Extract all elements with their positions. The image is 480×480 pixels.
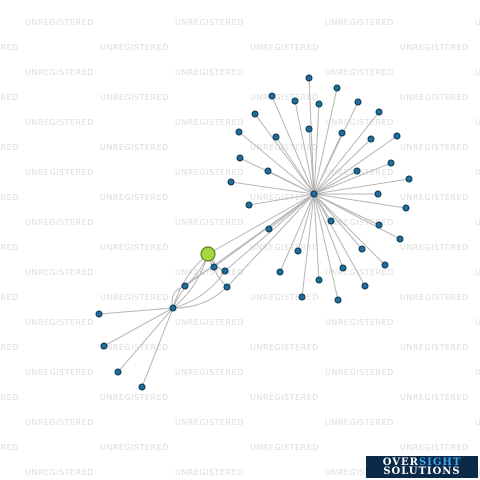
graph-node[interactable] xyxy=(405,175,413,183)
edge-hub-leaf xyxy=(275,136,315,195)
edge-secondary-mid xyxy=(172,266,215,309)
logo-text-solutions: SOLUTIONS xyxy=(383,466,461,477)
edges-group xyxy=(98,77,410,388)
oversight-solutions-logo: OVERSIGHT SOLUTIONS xyxy=(366,456,478,478)
graph-node[interactable] xyxy=(305,74,313,82)
graph-node[interactable] xyxy=(305,125,313,133)
graph-node[interactable] xyxy=(265,225,273,233)
edge-hub-mid xyxy=(226,193,315,288)
graph-node[interactable] xyxy=(236,154,244,162)
edge-hub-leaf xyxy=(308,77,315,195)
graph-node[interactable] xyxy=(291,97,299,105)
edge-hub-leaf xyxy=(267,170,315,195)
graph-node[interactable] xyxy=(245,201,253,209)
graph-node[interactable] xyxy=(354,98,362,106)
graph-node[interactable] xyxy=(276,268,284,276)
graph-node[interactable] xyxy=(333,84,341,92)
edge-secondary-leaf xyxy=(98,307,174,315)
edge-hub-leaf xyxy=(313,193,320,281)
graph-node[interactable] xyxy=(114,368,122,376)
edge-hub-leaf xyxy=(294,100,315,195)
edge-hub-leaf xyxy=(313,193,366,287)
edge-hub-leaf xyxy=(230,181,315,195)
graph-node[interactable] xyxy=(315,100,323,108)
graph-node[interactable] xyxy=(338,129,346,137)
graph-node[interactable] xyxy=(402,204,410,212)
edge-hub-leaf xyxy=(313,193,401,240)
edge-hub-leaf xyxy=(313,135,398,195)
graph-node[interactable] xyxy=(387,159,395,167)
graph-node[interactable] xyxy=(95,310,103,318)
edge-hub-leaf xyxy=(301,193,315,298)
edge-secondary-leaf xyxy=(103,307,174,347)
graph-node[interactable] xyxy=(272,133,280,141)
graph-node[interactable] xyxy=(327,217,335,225)
graph-node[interactable] xyxy=(353,167,361,175)
graph-node[interactable] xyxy=(381,261,389,269)
edge-hub-leaf xyxy=(271,95,315,195)
edge-hub-leaf xyxy=(313,103,320,195)
graph-node[interactable] xyxy=(251,110,259,118)
logo-text-sight: SIGHT xyxy=(418,457,462,468)
graph-node[interactable] xyxy=(264,167,272,175)
graph-node[interactable] xyxy=(361,282,369,290)
nodes-group xyxy=(95,74,413,391)
graph-node[interactable] xyxy=(396,235,404,243)
graph-node[interactable] xyxy=(138,383,146,391)
edge-secondary-leaf xyxy=(117,307,174,373)
hub-node[interactable] xyxy=(310,190,318,198)
graph-node[interactable] xyxy=(210,263,218,271)
edge-hub-leaf xyxy=(313,111,380,195)
graph-node[interactable] xyxy=(374,190,382,198)
edge-hub-leaf xyxy=(313,178,410,195)
graph-node[interactable] xyxy=(227,178,235,186)
edge-hub-leaf xyxy=(248,193,315,206)
edge-hub-leaf xyxy=(313,193,363,250)
edge-hub-leaf xyxy=(313,162,392,195)
graph-node[interactable] xyxy=(294,247,302,255)
graph-node[interactable] xyxy=(100,342,108,350)
secondary-hub-node[interactable] xyxy=(169,304,177,312)
edge-hub-leaf xyxy=(313,193,386,266)
edge-hub-leaf xyxy=(238,131,315,195)
graph-node[interactable] xyxy=(235,128,243,136)
edge-hub-leaf xyxy=(313,138,372,195)
graph-node[interactable] xyxy=(315,276,323,284)
logo-text-over: OVER xyxy=(382,457,419,468)
edge-hub-leaf xyxy=(313,193,344,269)
edge-hub-leaf xyxy=(313,193,339,301)
edge-hub-leaf xyxy=(313,170,358,195)
edge-hub-leaf xyxy=(308,128,315,195)
graph-node[interactable] xyxy=(223,283,231,291)
edge-hub-leaf xyxy=(313,193,407,209)
graph-node[interactable] xyxy=(339,264,347,272)
focus-node[interactable] xyxy=(200,246,216,262)
edge-secondary-leaf xyxy=(141,307,174,388)
edge-hub-leaf xyxy=(254,113,315,195)
edge-hub-leaf xyxy=(279,193,315,273)
graph-node[interactable] xyxy=(268,92,276,100)
graph-node[interactable] xyxy=(181,282,189,290)
graph-node[interactable] xyxy=(358,245,366,253)
edge-secondary-mid xyxy=(172,270,226,309)
graph-node[interactable] xyxy=(375,221,383,229)
graph-node[interactable] xyxy=(375,108,383,116)
edge-hub-leaf xyxy=(313,87,338,195)
edge-hub-leaf xyxy=(313,132,343,195)
edge-secondary-mid xyxy=(172,286,228,309)
edge-hub-mid xyxy=(224,193,315,272)
edge-hub-leaf xyxy=(297,193,315,252)
graph-node[interactable] xyxy=(367,135,375,143)
graph-node[interactable] xyxy=(393,132,401,140)
edge-hub-focus xyxy=(207,193,315,255)
graph-node[interactable] xyxy=(221,267,229,275)
graph-node[interactable] xyxy=(298,293,306,301)
graph-node[interactable] xyxy=(334,296,342,304)
